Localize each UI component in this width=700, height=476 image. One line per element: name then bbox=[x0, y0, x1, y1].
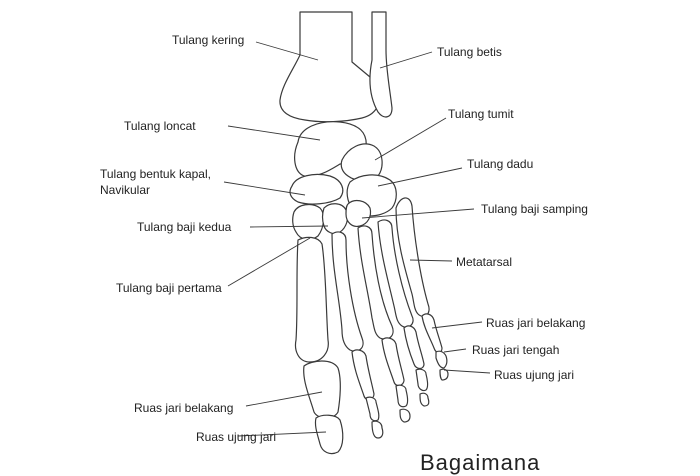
label-ruas-ujung-left: Ruas ujung jari bbox=[196, 430, 277, 444]
label-navikular-line2: Navikular bbox=[100, 183, 151, 197]
toe4-proximal-phalanx bbox=[403, 325, 425, 370]
label-baji-pertama: Tulang baji pertama bbox=[116, 281, 222, 295]
metatarsal-1 bbox=[294, 236, 329, 363]
label-tulang-kering: Tulang kering bbox=[172, 33, 245, 47]
metatarsal-4 bbox=[377, 219, 414, 328]
toe3-middle-phalanx bbox=[395, 384, 409, 408]
metatarsal-3 bbox=[357, 225, 394, 340]
label-metatarsal: Metatarsal bbox=[456, 255, 513, 269]
toe4-distal-phalanx bbox=[419, 392, 430, 407]
toe3-proximal-phalanx bbox=[381, 337, 405, 387]
leader-lines bbox=[223, 41, 491, 437]
label-ruas-ujung-right: Ruas ujung jari bbox=[494, 368, 575, 382]
navicular-bone bbox=[289, 173, 344, 205]
label-navikular-line1: Tulang bentuk kapal, bbox=[100, 167, 211, 181]
label-tulang-betis: Tulang betis bbox=[437, 45, 502, 59]
toe5-middle-phalanx bbox=[435, 350, 448, 369]
toe3-distal-phalanx bbox=[399, 408, 411, 423]
label-ruas-tengah: Ruas jari tengah bbox=[472, 343, 560, 357]
toe2-proximal-phalanx bbox=[351, 349, 375, 401]
label-tulang-dadu: Tulang dadu bbox=[467, 157, 534, 171]
toe4-middle-phalanx bbox=[415, 368, 429, 392]
big-toe-distal-phalanx bbox=[314, 414, 344, 455]
toe5-proximal-phalanx bbox=[421, 313, 443, 354]
medial-cuneiform-bone bbox=[292, 203, 325, 241]
label-baji-samping: Tulang baji samping bbox=[481, 202, 588, 216]
watermark-text: Bagaimana bbox=[420, 450, 541, 475]
intermediate-cuneiform-bone bbox=[321, 203, 349, 235]
big-toe-proximal-phalanx bbox=[303, 360, 341, 419]
label-tulang-tumit: Tulang tumit bbox=[448, 107, 514, 121]
metatarsal-2 bbox=[331, 231, 364, 352]
tibia-bone bbox=[279, 11, 381, 123]
label-ruas-belakang-left: Ruas jari belakang bbox=[134, 401, 234, 415]
fibula-bone bbox=[369, 11, 393, 118]
toe2-middle-phalanx bbox=[365, 396, 380, 422]
foot-bones-drawing bbox=[223, 11, 491, 455]
toe5-distal-phalanx bbox=[439, 368, 449, 381]
toe2-distal-phalanx bbox=[371, 420, 384, 439]
lateral-cuneiform-bone bbox=[345, 199, 372, 227]
label-ruas-belakang-right: Ruas jari belakang bbox=[486, 316, 586, 330]
label-tulang-loncat: Tulang loncat bbox=[124, 119, 196, 133]
foot-skeleton-diagram: Tulang kering Tulang betis Tulang loncat… bbox=[100, 11, 588, 475]
label-baji-kedua: Tulang baji kedua bbox=[137, 220, 232, 234]
